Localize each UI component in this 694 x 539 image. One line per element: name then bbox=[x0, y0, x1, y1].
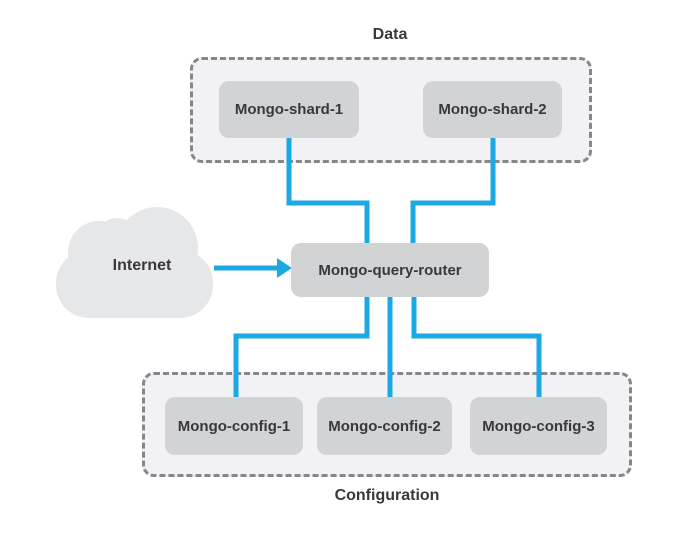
node-mongo-config-3: Mongo-config-3 bbox=[470, 397, 607, 455]
node-mongo-shard-1: Mongo-shard-1 bbox=[219, 81, 359, 138]
connector-router-config3 bbox=[411, 294, 542, 400]
internet-label: Internet bbox=[112, 257, 172, 274]
node-mongo-config-2: Mongo-config-2 bbox=[317, 397, 452, 455]
internet-cloud-icon bbox=[56, 207, 213, 318]
connector-shard1-router bbox=[286, 138, 370, 246]
connector-shard2-router bbox=[410, 138, 496, 246]
node-mongo-shard-2: Mongo-shard-2 bbox=[423, 81, 562, 138]
configuration-group-label: Configuration bbox=[334, 487, 440, 504]
node-mongo-config-1: Mongo-config-1 bbox=[165, 397, 303, 455]
data-group-label: Data bbox=[372, 26, 408, 43]
connector-router-config1 bbox=[233, 294, 370, 400]
node-mongo-query-router: Mongo-query-router bbox=[291, 243, 489, 297]
internet-to-router-arrow bbox=[214, 258, 292, 278]
